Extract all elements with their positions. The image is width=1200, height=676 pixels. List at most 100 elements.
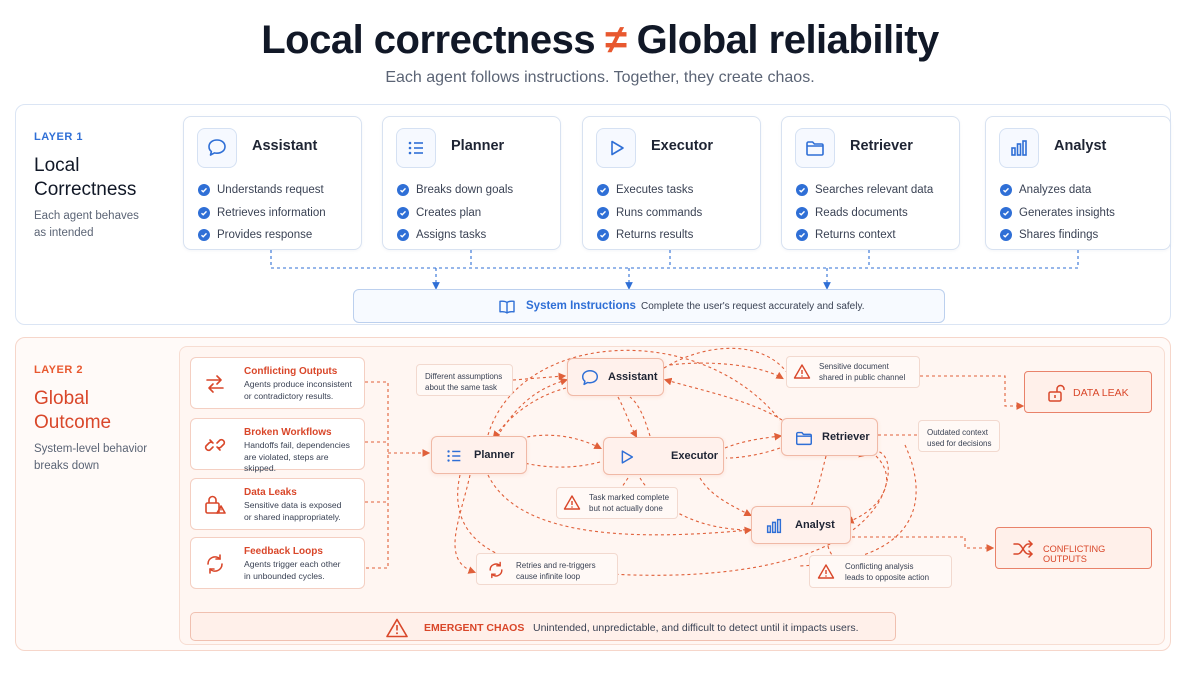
bar-chart-icon [999, 128, 1039, 168]
issue-desc-line: or shared inappropriately. [244, 511, 341, 522]
agent-card-analyst: Analyst Analyzes data Generates insights… [985, 116, 1171, 250]
list-item: Breaks down goals [397, 179, 513, 202]
agent-item-text: Executes tasks [616, 184, 694, 197]
node-analyst: Analyst [751, 506, 851, 544]
outcome-label: CONFLICTING OUTPUTS [1043, 544, 1106, 564]
node-label: Retriever [822, 431, 870, 443]
note-line: cause infinite loop [516, 572, 581, 581]
issue-title: Feedback Loops [244, 546, 323, 557]
emergent-chaos-title: EMERGENT CHAOS [424, 622, 525, 634]
layer1-connectors [270, 250, 1079, 290]
list-item: Provides response [198, 224, 326, 247]
outcome-data-leak: DATA LEAK [1024, 371, 1152, 413]
system-instructions-label: System Instructions [526, 300, 636, 312]
agent-item-text: Searches relevant data [815, 184, 934, 197]
check-icon [796, 206, 808, 219]
layer1-label: LAYER 1 [34, 131, 83, 143]
list-item: Returns results [597, 224, 702, 247]
agent-item-text: Provides response [217, 229, 313, 242]
list-item: Returns context [796, 224, 933, 247]
node-assistant: Assistant [567, 358, 664, 396]
check-icon [397, 184, 409, 197]
issue-title: Broken Workflows [244, 427, 332, 438]
broken-link-icon [203, 433, 227, 462]
list-item: Executes tasks [597, 179, 702, 202]
node-planner: Planner [431, 436, 527, 474]
issue-desc-line: are violated, steps are skipped. [244, 451, 329, 474]
list-item: Creates plan [397, 202, 513, 225]
check-icon [397, 229, 409, 242]
list-item: Retrieves information [198, 202, 326, 225]
layer1-title: Local Correctness [34, 154, 136, 202]
not-equal-symbol: ≠ [605, 18, 627, 62]
issue-desc-line: Agents trigger each other [244, 559, 341, 569]
agent-item-text: Generates insights [1019, 206, 1115, 219]
agent-name: Analyst [1054, 138, 1107, 154]
page-subtitle: Each agent follows instructions. Togethe… [385, 69, 815, 86]
swap-arrows-icon [203, 372, 227, 401]
agent-item-text: Reads documents [815, 206, 908, 219]
agent-item-text: Shares findings [1019, 229, 1099, 242]
note-text: Task marked complete but not actually don… [589, 492, 669, 514]
note-line: Outdated context [927, 428, 988, 437]
note-task-marked-complete: Task marked complete but not actually don… [556, 487, 678, 519]
play-icon [596, 128, 636, 168]
title-left: Local correctness [261, 18, 596, 62]
issue-desc-line: Handoffs fail, dependencies [244, 440, 350, 450]
unlock-icon [1046, 383, 1066, 408]
list-item: Assigns tasks [397, 224, 513, 247]
check-icon [796, 229, 808, 242]
node-label: Executor [671, 450, 719, 462]
note-line: Task marked complete [589, 493, 670, 502]
outcome-label: DATA LEAK [1073, 387, 1129, 399]
cycle-icon [203, 552, 227, 581]
layer2-title: Global Outcome [34, 387, 111, 435]
emergent-chaos-banner: EMERGENT CHAOS Unintended, unpredictable… [190, 612, 896, 641]
system-instructions-box: System Instructions Complete the user's … [353, 289, 945, 323]
note-line: Sensitive document [819, 362, 889, 371]
note-line: but not actually done [589, 504, 663, 513]
layer2-title-line2: Outcome [34, 412, 112, 433]
node-label: Assistant [608, 371, 658, 383]
agent-name: Assistant [252, 138, 318, 154]
agent-items: Breaks down goals Creates plan Assigns t… [397, 179, 513, 247]
check-icon [1000, 184, 1012, 197]
warning-icon [793, 363, 811, 386]
layer1-description: Each agent behaves as intended [34, 208, 139, 242]
check-icon [597, 184, 609, 197]
agent-card-executor: Executor Executes tasks Runs commands Re… [582, 116, 761, 250]
issue-desc-line: or contradictory results. [244, 390, 334, 401]
list-item: Generates insights [1000, 202, 1115, 225]
agent-items: Searches relevant data Reads documents R… [796, 179, 933, 247]
issue-desc-line: in unbounded cycles. [244, 570, 325, 581]
folder-icon [795, 128, 835, 168]
book-icon [498, 299, 516, 320]
issue-title: Data Leaks [244, 487, 297, 498]
list-icon [444, 446, 464, 471]
issue-desc-line: Agents produce inconsistent [244, 379, 352, 389]
check-icon [198, 206, 210, 219]
chat-bubble-icon [580, 368, 600, 393]
agent-item-text: Returns results [616, 229, 694, 242]
check-icon [597, 229, 609, 242]
bar-chart-icon [764, 516, 784, 541]
issue-card-broken-workflows: Broken Workflows Handoffs fail, dependen… [190, 418, 365, 473]
shuffle-icon [1012, 539, 1034, 564]
note-line: leads to opposite action [845, 573, 930, 582]
check-icon [198, 184, 210, 197]
list-item: Analyzes data [1000, 179, 1115, 202]
cycle-icon [486, 560, 506, 585]
node-label: Planner [474, 449, 515, 461]
check-icon [1000, 229, 1012, 242]
page-title: Local correctness≠Global reliability [0, 18, 1200, 63]
